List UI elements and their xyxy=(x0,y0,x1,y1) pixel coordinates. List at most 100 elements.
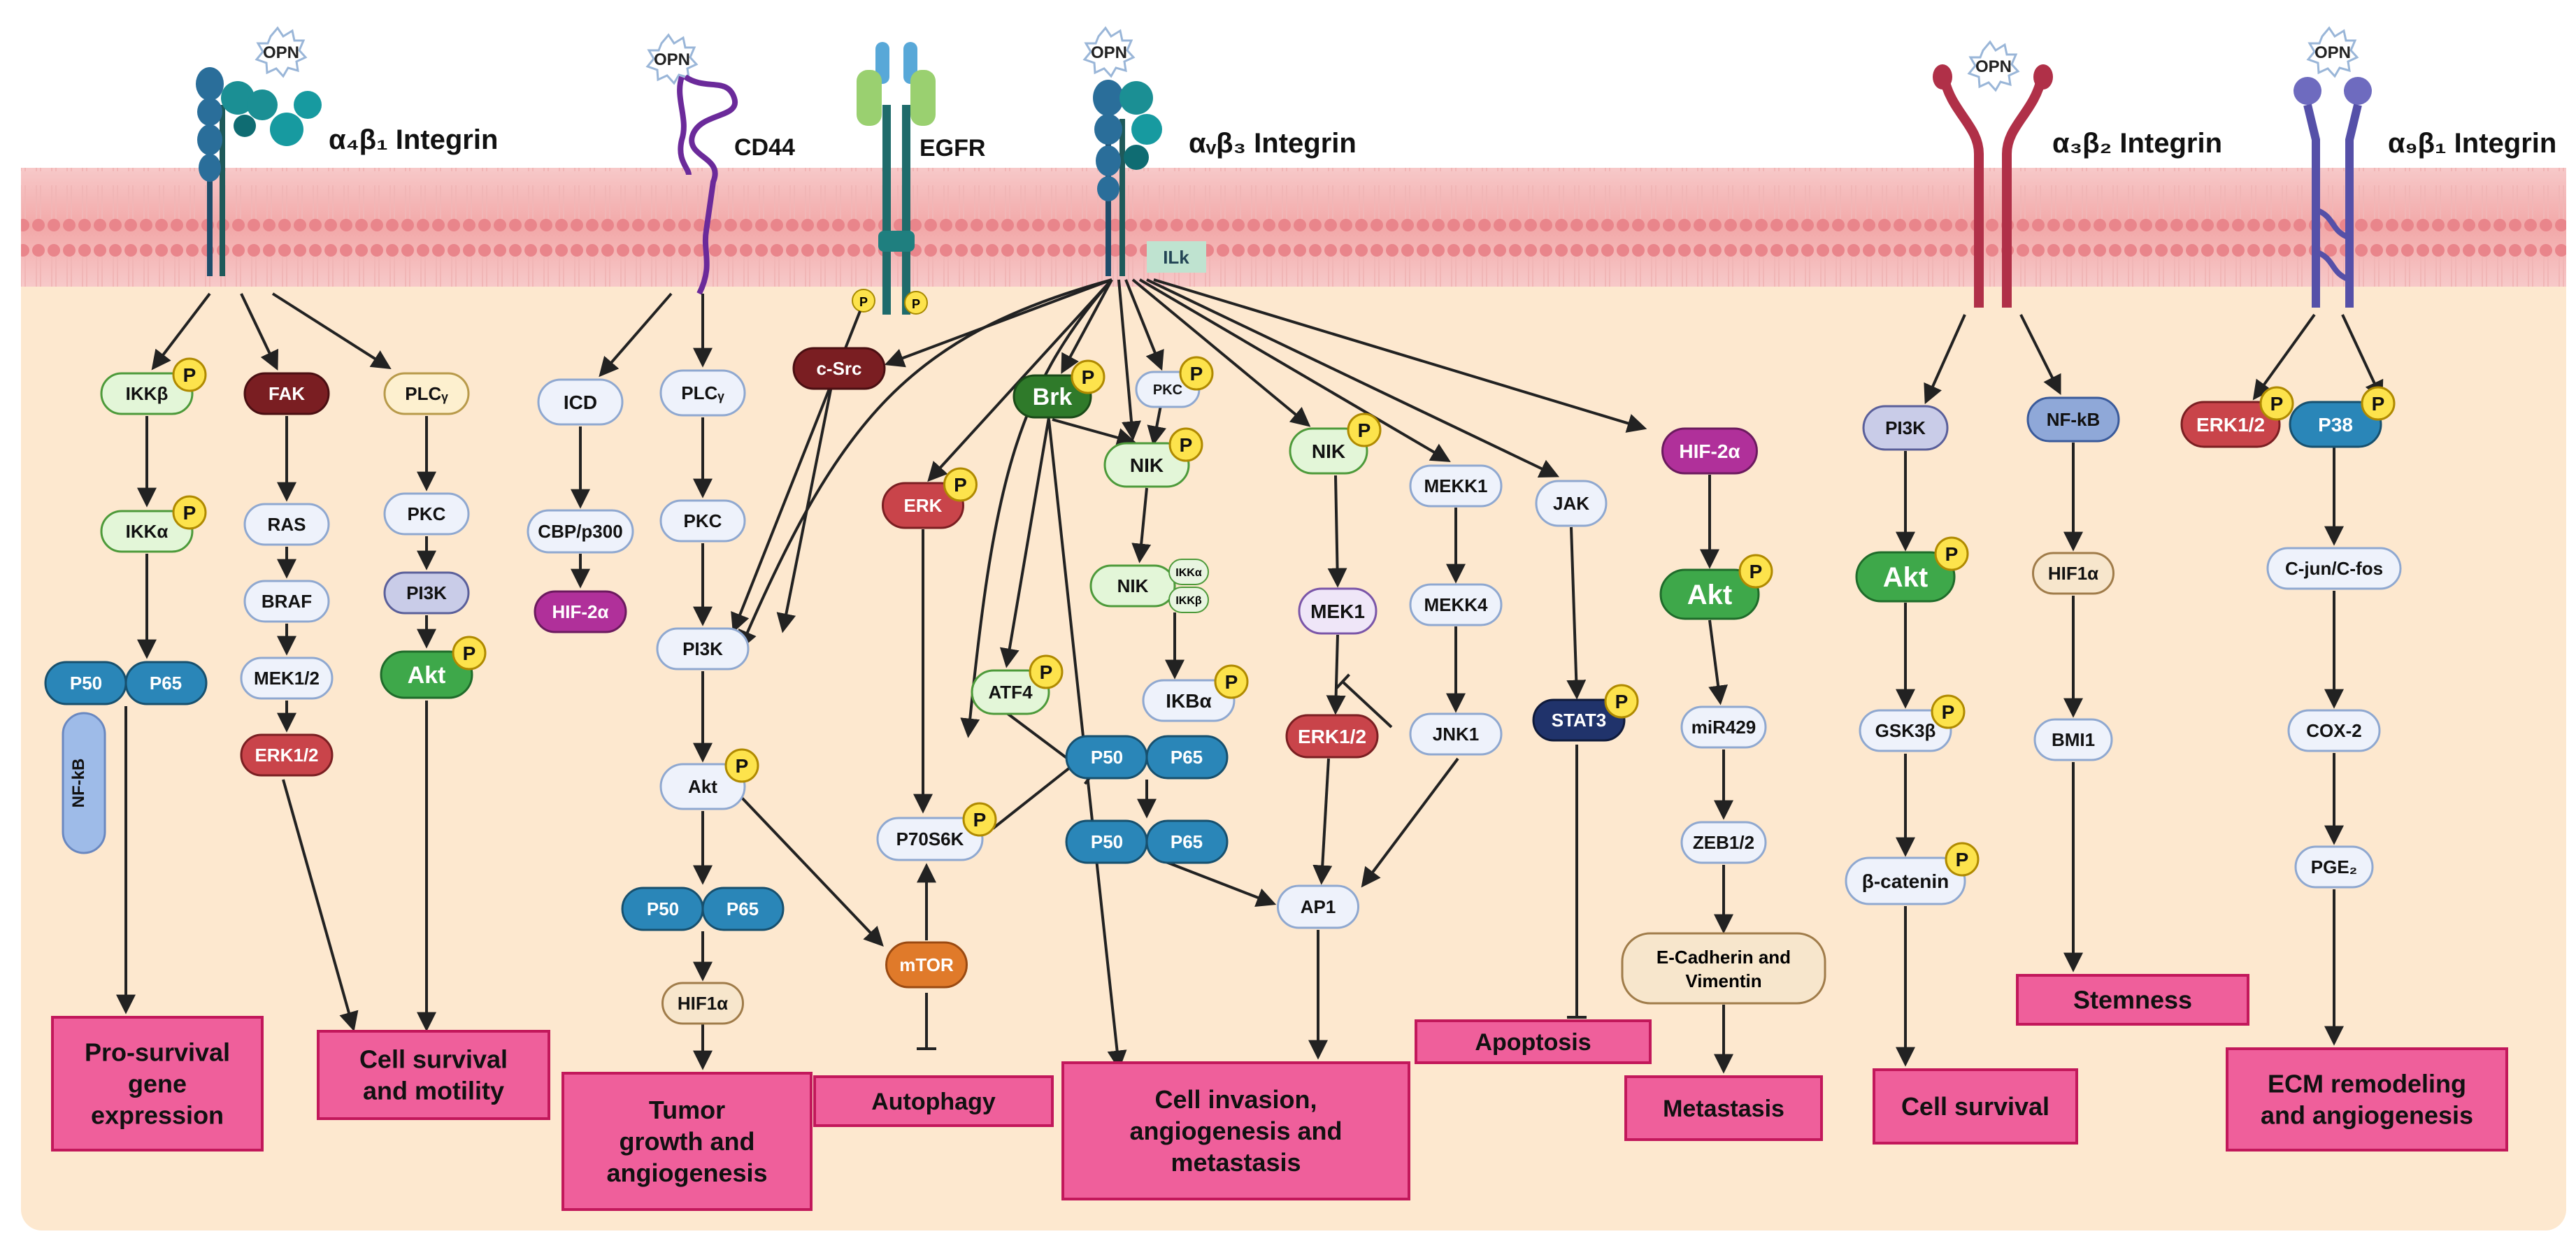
phospho-badge: P xyxy=(1604,684,1639,719)
pathway-arrow xyxy=(1160,859,1277,907)
node-braf: BRAF xyxy=(243,580,330,623)
pathway-arrow xyxy=(1052,418,1137,447)
inhibition-bar xyxy=(1335,673,1350,690)
outcome-label: Tumor xyxy=(649,1096,725,1124)
node-label: Akt xyxy=(1687,580,1732,610)
node-p70s6k: P70S6K P xyxy=(876,802,997,861)
pathway-arrow xyxy=(151,292,211,371)
node-label: HIF-2α xyxy=(1679,440,1740,462)
pathway-arrow xyxy=(740,796,884,947)
pathway-arrow xyxy=(1708,619,1729,705)
a3b2-label: α₃β₂ Integrin xyxy=(2052,128,2222,159)
node-label: COX-2 xyxy=(2306,720,2361,741)
phospho-badge xyxy=(852,289,875,313)
node-label: NIK xyxy=(1117,575,1149,596)
pathway-arrow xyxy=(599,292,673,378)
node-mek12: MEK1/2 xyxy=(240,657,334,700)
node-pi3k_2: PI3K xyxy=(656,627,750,670)
node-label: P70S6K xyxy=(896,828,964,849)
node-label: CBP/p300 xyxy=(538,521,622,542)
pathway-arrow xyxy=(1361,757,1459,888)
outcome-label: Cell survival xyxy=(359,1045,508,1074)
pathway-arrow xyxy=(738,278,1112,651)
p50-label: P50 xyxy=(647,898,679,919)
outcome-label: metastasis xyxy=(1171,1148,1301,1177)
node-mtor: mTOR xyxy=(885,941,968,989)
egfr-label: EGFR xyxy=(920,135,985,162)
phospho-badge: P xyxy=(172,357,207,392)
opn-ligand-1: OPN xyxy=(255,26,308,78)
outcome-label: Autophagy xyxy=(871,1089,996,1115)
node-label: ERK1/2 xyxy=(1298,726,1366,747)
node-hif2a_1: HIF-2α xyxy=(534,590,627,633)
p65-label: P65 xyxy=(150,673,182,694)
pathway-arrow xyxy=(999,417,1050,668)
pathway-nodes: IKKβPIKKαPFAKRASBRAFMEK1/2ERK1/2PLCᵧPKCP… xyxy=(44,347,2402,1025)
phospho-label: P xyxy=(973,809,987,831)
node-label: c-Src xyxy=(816,358,861,379)
node-hif1a_1: HIF1α xyxy=(661,982,744,1025)
pathway-arrow xyxy=(884,278,1112,368)
node-label: NF-kB xyxy=(69,759,88,808)
node-label: FAK xyxy=(269,383,305,404)
pathway-arrows xyxy=(116,278,2384,1074)
a9b1-integrin xyxy=(2294,77,2372,308)
outcome-label: and motility xyxy=(363,1077,504,1105)
phospho-label: P xyxy=(183,364,196,386)
phospho-label: P xyxy=(736,755,749,777)
node-label: ZEB1/2 xyxy=(1693,832,1754,853)
phospho-badge xyxy=(904,291,928,315)
node-hif1a_2: HIF1α xyxy=(2032,552,2115,595)
node-label: MEK1 xyxy=(1310,601,1365,622)
cd44-label: CD44 xyxy=(734,134,795,161)
node-erk12_3: ERK1/2P xyxy=(2180,386,2294,448)
node-label: ERK1/2 xyxy=(2196,414,2265,436)
pathway-arrow xyxy=(1124,279,1164,371)
node-label: JNK1 xyxy=(1433,724,1479,745)
phospho-badge: P xyxy=(1168,427,1203,462)
phospho-badge: P xyxy=(2259,386,2294,421)
pathway-arrow xyxy=(1924,314,1966,405)
node-label: IKKα xyxy=(126,521,169,542)
extracellular-space xyxy=(0,0,2576,171)
phospho-label: P xyxy=(1225,671,1238,693)
p65-label: P65 xyxy=(1171,831,1203,852)
node-label: ATF4 xyxy=(988,682,1033,703)
outcome-o4: Autophagy xyxy=(813,1075,1054,1127)
node-label: β-catenin xyxy=(1862,870,1949,892)
node-icd: ICD xyxy=(537,378,624,426)
outcome-o8: Cell survival xyxy=(1873,1068,2078,1145)
a4b1-integrin xyxy=(196,67,322,276)
pathway-arrow xyxy=(1566,526,1587,700)
phospho-label: P xyxy=(1615,691,1629,712)
node-plcg_1: PLCᵧ xyxy=(383,372,470,415)
phospho-badge: P xyxy=(1931,694,1966,729)
phospho-label: P xyxy=(1040,661,1053,683)
opn-ligand-2: OPN xyxy=(645,33,699,85)
pathway-arrow xyxy=(240,293,279,371)
node-label: BMI1 xyxy=(2052,729,2095,750)
outcome-o6: Apoptosis xyxy=(1415,1019,1652,1064)
pathway-arrow xyxy=(1061,279,1113,374)
node-plcg_2: PLCᵧ xyxy=(659,369,746,417)
phospho-badge: P xyxy=(1945,842,1980,877)
outcome-label: expression xyxy=(91,1101,224,1130)
pathway-arrow xyxy=(1153,278,1647,433)
phospho-label: P xyxy=(2372,393,2385,415)
node-label: JAK xyxy=(1553,493,1589,514)
pathway-arrow xyxy=(282,779,359,1032)
outcome-o2: Cell survival and motility xyxy=(317,1030,550,1120)
phospho-label: P xyxy=(859,295,868,309)
